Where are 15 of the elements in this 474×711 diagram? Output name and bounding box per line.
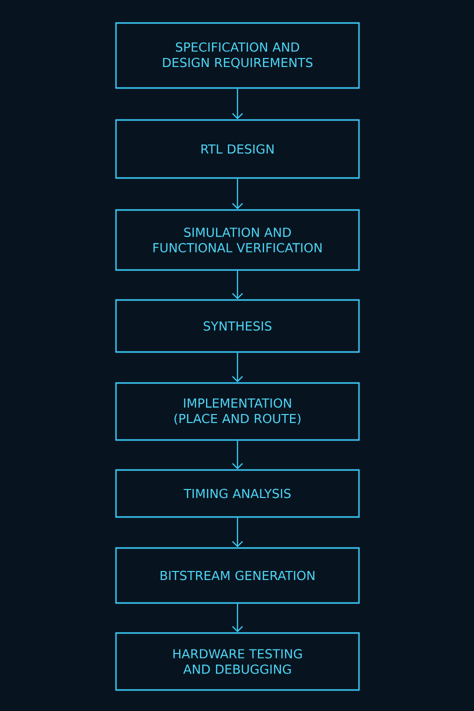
arrow bbox=[232, 440, 243, 470]
process-box: RTL DESIGN bbox=[115, 119, 360, 179]
process-box: SIMULATION AND FUNCTIONAL VERIFICATION bbox=[115, 209, 360, 271]
arrow bbox=[232, 270, 243, 300]
process-box: IMPLEMENTATION (PLACE AND ROUTE) bbox=[115, 382, 360, 441]
process-box: TIMING ANALYSIS bbox=[115, 469, 360, 518]
process-box: SPECIFICATION AND DESIGN REQUIREMENTS bbox=[115, 22, 360, 89]
process-box: BITSTREAM GENERATION bbox=[115, 547, 360, 604]
arrow bbox=[232, 178, 243, 210]
process-box: SYNTHESIS bbox=[115, 299, 360, 353]
arrow bbox=[232, 88, 243, 120]
arrow bbox=[232, 604, 243, 632]
arrow bbox=[232, 518, 243, 548]
process-box: HARDWARE TESTING AND DEBUGGING bbox=[115, 632, 360, 691]
arrow bbox=[232, 352, 243, 382]
